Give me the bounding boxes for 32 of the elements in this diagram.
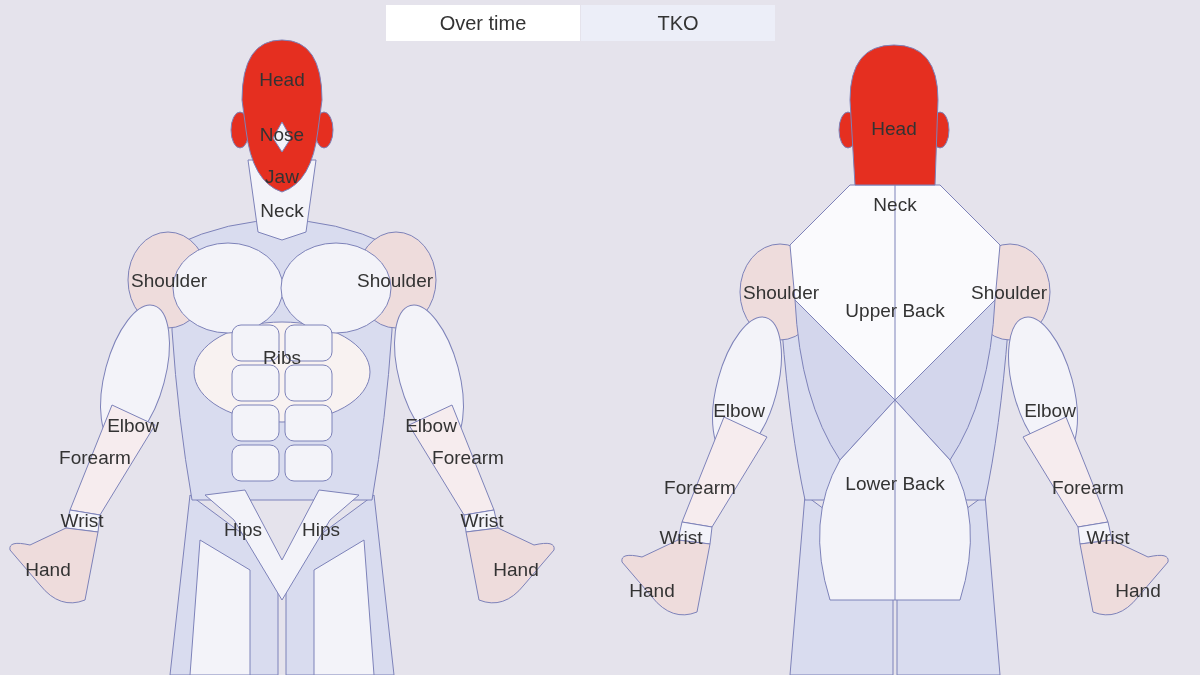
body-part-label: Elbow <box>713 400 765 422</box>
body-part-label: Head <box>259 69 305 91</box>
body-part-label: Jaw <box>265 166 299 188</box>
body-part-label: Hips <box>224 519 262 541</box>
body-part-label: Shoulder <box>970 282 1048 304</box>
body-part-label: Hand <box>493 559 539 581</box>
body-part-label: Elbow <box>405 415 457 437</box>
body-part-label: Hips <box>302 519 340 541</box>
body-part-label: Neck <box>873 194 917 216</box>
body-part-label: Elbow <box>107 415 159 437</box>
body-part-label: Forearm <box>1052 477 1124 499</box>
body-part-label: Lower Back <box>845 473 945 495</box>
body-part-label: Neck <box>260 200 304 222</box>
body-part-label: Hand <box>629 580 675 602</box>
body-part-label: Shoulder <box>742 282 820 304</box>
body-part-label: Hand <box>1115 580 1161 602</box>
body-part-label: Hand <box>25 559 71 581</box>
body-part-label: Wrist <box>659 527 703 549</box>
body-part-label: Forearm <box>59 447 131 469</box>
body-part-label: Ribs <box>263 347 301 369</box>
body-part-label: Wrist <box>1086 527 1130 549</box>
body-part-label: Forearm <box>664 477 736 499</box>
body-part-label: Forearm <box>432 447 504 469</box>
body-part-label: Elbow <box>1024 400 1076 422</box>
body-part-label: Shoulder <box>130 270 208 292</box>
body-part-label: Upper Back <box>845 300 945 322</box>
body-part-label: Shoulder <box>356 270 434 292</box>
tab: Over time <box>386 5 580 41</box>
tab: TKO <box>581 5 775 41</box>
body-part-label: Head <box>871 118 917 140</box>
body-part-label: Wrist <box>460 510 504 532</box>
body-part-label: Wrist <box>60 510 104 532</box>
